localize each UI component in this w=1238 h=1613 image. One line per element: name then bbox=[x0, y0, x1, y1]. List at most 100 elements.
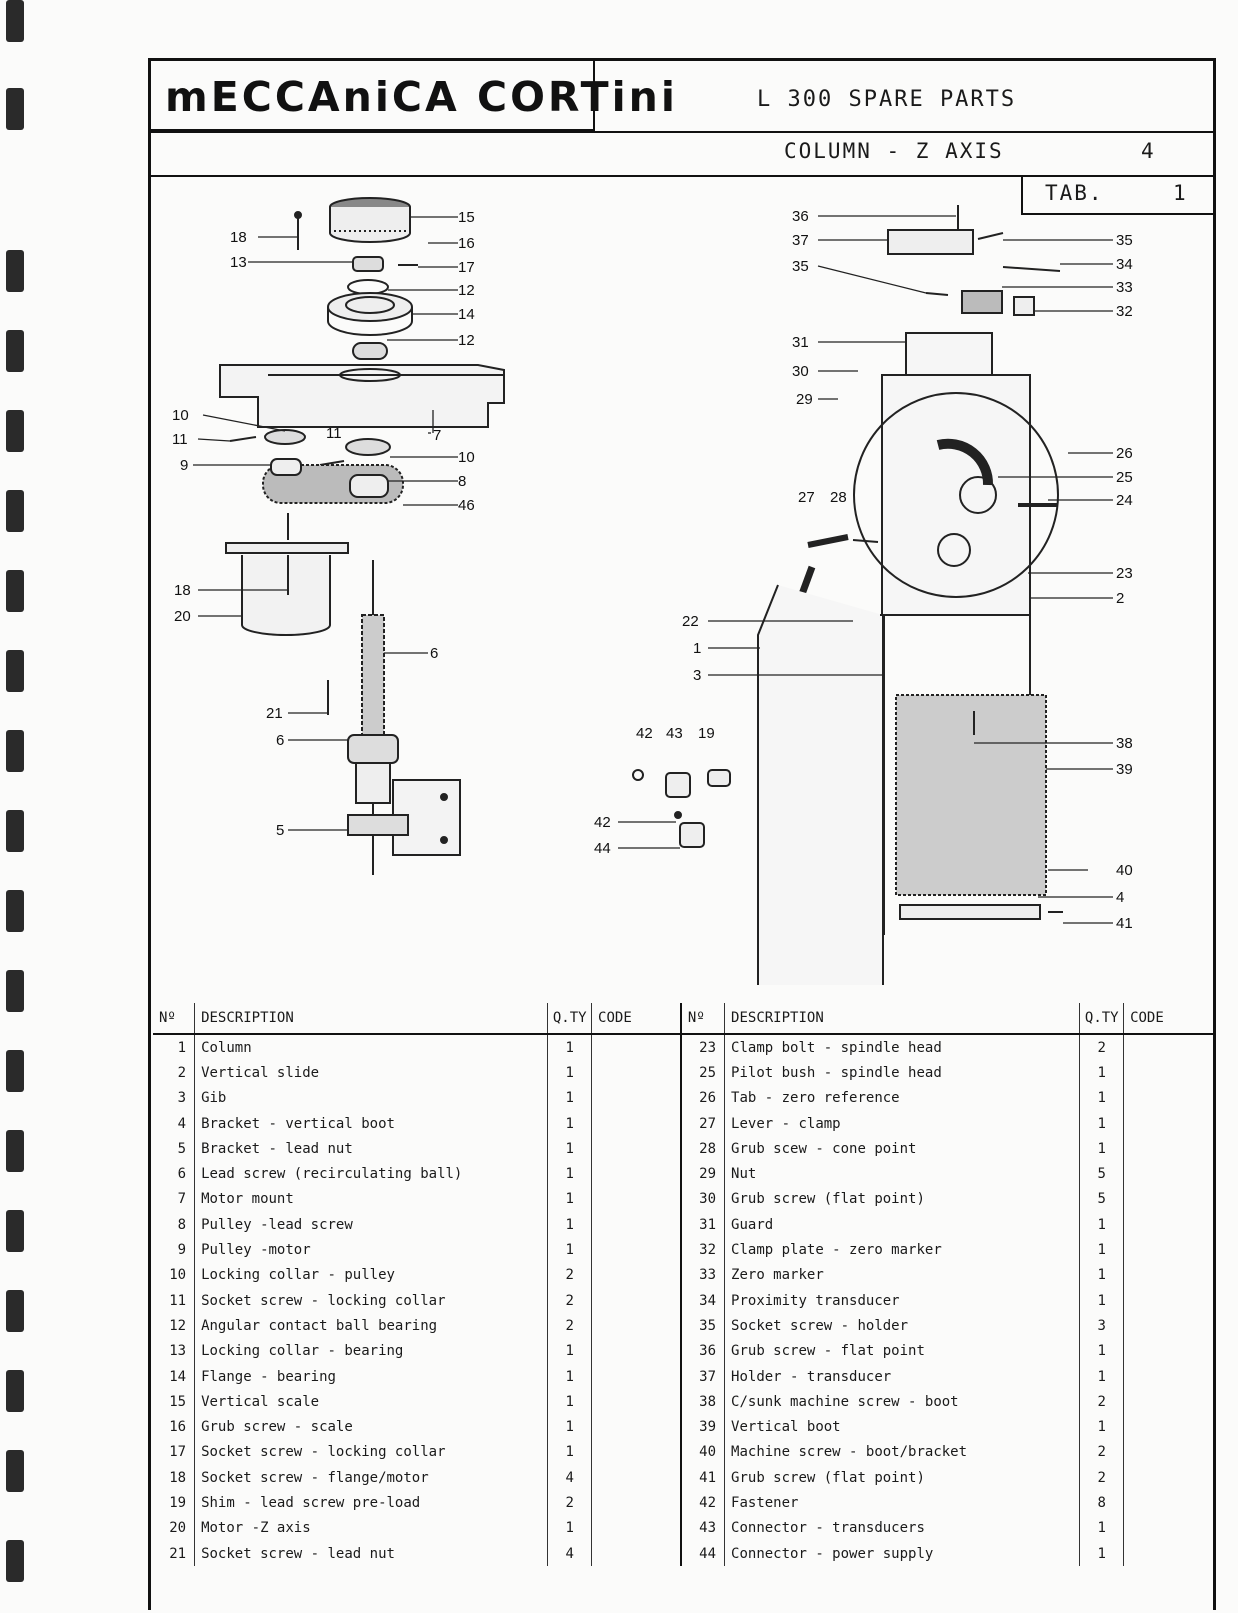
part-code bbox=[591, 1439, 681, 1466]
part-description: Vertical slide bbox=[194, 1060, 548, 1086]
part-quantity: 1 bbox=[547, 1060, 592, 1086]
part-number: 31 bbox=[679, 1212, 725, 1238]
binding-hole bbox=[6, 1210, 24, 1252]
tab-label: TAB. bbox=[1045, 181, 1104, 205]
part-quantity: 8 bbox=[1079, 1490, 1124, 1516]
part-quantity: 2 bbox=[1079, 1439, 1124, 1466]
part-code bbox=[1123, 1490, 1213, 1516]
callout-label: 7 bbox=[433, 427, 441, 444]
part-code bbox=[591, 1136, 681, 1162]
part-description: Pilot bush - spindle head bbox=[724, 1060, 1080, 1086]
callout-label: 6 bbox=[276, 732, 284, 749]
part-quantity: 4 bbox=[547, 1465, 592, 1491]
part-quantity: 1 bbox=[547, 1237, 592, 1263]
part-code bbox=[591, 1515, 681, 1541]
table-header-row: Nº DESCRIPTION Q.TY CODE Nº DESCRIPTION … bbox=[153, 1003, 1213, 1035]
part-description: Pulley -motor bbox=[194, 1237, 548, 1263]
callout-label: 15 bbox=[458, 209, 475, 226]
part-quantity: 1 bbox=[1079, 1085, 1124, 1111]
part-number: 43 bbox=[679, 1515, 725, 1541]
part-description: Vertical boot bbox=[724, 1414, 1080, 1440]
part-quantity: 2 bbox=[1079, 1034, 1124, 1061]
part-number: 17 bbox=[169, 1444, 187, 1461]
part-code bbox=[591, 1414, 681, 1440]
exploded-view-drawing: 15 18 16 13 17 12 14 12 7 10 11 11 9 10 … bbox=[172, 197, 1133, 985]
binding-hole bbox=[6, 490, 24, 532]
callout-label: 37 bbox=[792, 232, 809, 249]
callout-label: 21 bbox=[266, 705, 283, 722]
part-number: 32 bbox=[679, 1237, 725, 1263]
part-description: Connector - power supply bbox=[724, 1540, 1080, 1567]
callout-label: 31 bbox=[792, 334, 809, 351]
part-description: Lever - clamp bbox=[724, 1110, 1080, 1137]
callout-label: 25 bbox=[1116, 469, 1133, 486]
part-description: Socket screw - locking collar bbox=[194, 1287, 548, 1314]
part-description: Holder - transducer bbox=[724, 1363, 1080, 1390]
part-quantity: 1 bbox=[547, 1110, 592, 1137]
part-quantity: 1 bbox=[547, 1338, 592, 1364]
part-quantity: 1 bbox=[1079, 1262, 1124, 1288]
part-number: 15 bbox=[169, 1393, 187, 1410]
logo-box: mECCAniCA CORTini bbox=[151, 61, 675, 131]
callout-label: 5 bbox=[276, 822, 284, 839]
part-number: 42 bbox=[679, 1490, 725, 1516]
part-description: Machine screw - boot/bracket bbox=[724, 1439, 1080, 1466]
part-number: 7 bbox=[177, 1191, 187, 1208]
part-quantity: 1 bbox=[547, 1136, 592, 1162]
part-quantity: 1 bbox=[1079, 1515, 1124, 1541]
part-number: 11 bbox=[169, 1292, 187, 1309]
callout-label: 1 bbox=[693, 640, 701, 657]
part-description: Clamp bolt - spindle head bbox=[724, 1034, 1080, 1061]
part-number: 6 bbox=[177, 1166, 187, 1183]
part-quantity: 5 bbox=[1079, 1161, 1124, 1187]
part-description: Socket screw - flange/motor bbox=[194, 1465, 548, 1491]
callout-label: 43 bbox=[666, 725, 683, 742]
part-quantity: 1 bbox=[1079, 1136, 1124, 1162]
callout-label: 14 bbox=[458, 306, 475, 323]
header-no: Nº bbox=[679, 1003, 725, 1035]
part-number: 16 bbox=[169, 1419, 187, 1436]
tab-number: 1 bbox=[1173, 181, 1186, 205]
part-number: 8 bbox=[177, 1216, 187, 1233]
callout-label: 46 bbox=[458, 497, 475, 514]
part-description: Shim - lead screw pre-load bbox=[194, 1490, 548, 1516]
binding-hole bbox=[6, 570, 24, 612]
part-description: Bracket - lead nut bbox=[194, 1136, 548, 1162]
part-quantity: 1 bbox=[547, 1212, 592, 1238]
binding-hole bbox=[6, 1050, 24, 1092]
part-quantity: 1 bbox=[547, 1161, 592, 1187]
part-number: 10 bbox=[169, 1267, 187, 1284]
part-code bbox=[1123, 1465, 1213, 1491]
part-quantity: 1 bbox=[1079, 1212, 1124, 1238]
part-code bbox=[1123, 1515, 1213, 1541]
callout-label: 30 bbox=[792, 363, 809, 380]
part-description: Motor mount bbox=[194, 1186, 548, 1213]
callout-label: 24 bbox=[1116, 492, 1133, 509]
part-code bbox=[1123, 1414, 1213, 1440]
callout-label: 27 bbox=[798, 489, 815, 506]
part-quantity: 1 bbox=[547, 1389, 592, 1415]
part-code bbox=[1123, 1136, 1213, 1162]
company-logo: mECCAniCA CORTini bbox=[165, 73, 678, 121]
part-quantity: 1 bbox=[1079, 1338, 1124, 1364]
part-quantity: 2 bbox=[547, 1490, 592, 1516]
part-code bbox=[1123, 1338, 1213, 1364]
part-code bbox=[591, 1161, 681, 1187]
part-quantity: 1 bbox=[547, 1363, 592, 1390]
callout-label: 32 bbox=[1116, 303, 1133, 320]
binding-hole bbox=[6, 0, 24, 42]
header-code: CODE bbox=[1123, 1003, 1213, 1035]
part-code bbox=[591, 1034, 681, 1061]
part-number: 23 bbox=[679, 1034, 725, 1061]
part-code bbox=[1123, 1262, 1213, 1288]
part-code bbox=[1123, 1540, 1213, 1567]
part-number: 26 bbox=[679, 1085, 725, 1111]
part-number: 4 bbox=[177, 1115, 187, 1132]
